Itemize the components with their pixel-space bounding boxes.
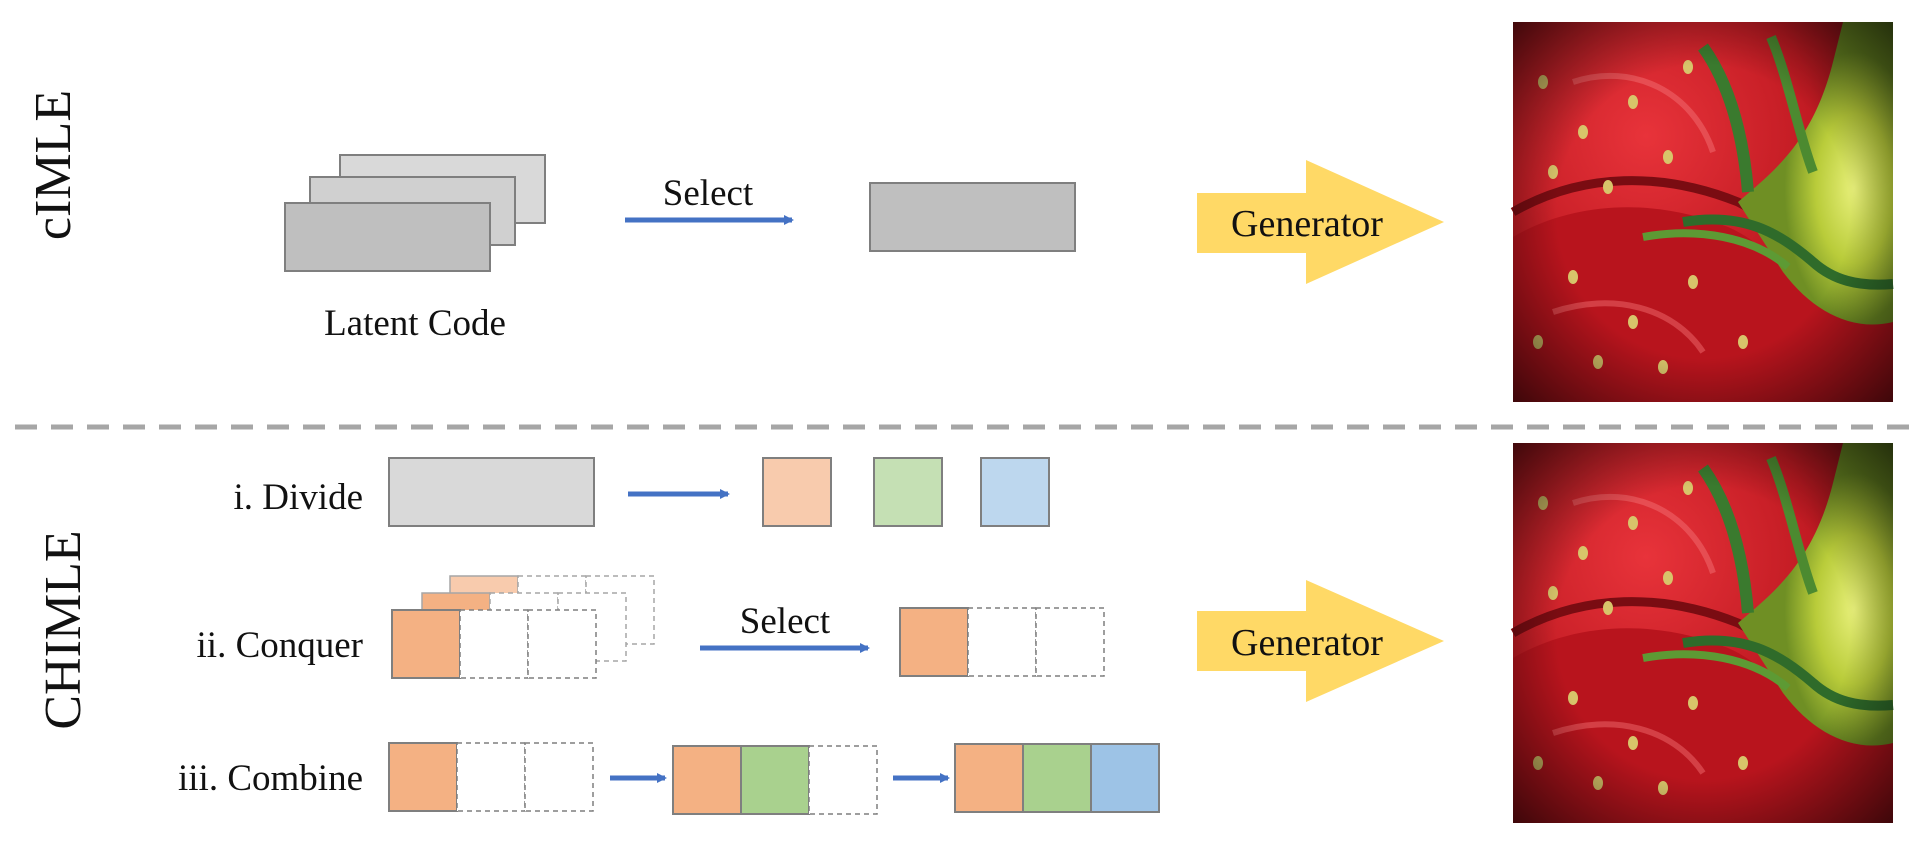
step-divide-label: i. Divide [234, 477, 363, 518]
latent-code-stack [284, 154, 546, 272]
generator-label-top: Generator [1231, 203, 1383, 245]
select-label-bottom: Select [740, 601, 831, 642]
conquer-selected-code [899, 607, 1105, 677]
generator-label-bottom: Generator [1231, 622, 1383, 664]
section-label-chimle: CHIMLE [35, 530, 92, 729]
step-combine-label: iii. Combine [178, 758, 363, 799]
divide-part-blue [980, 457, 1050, 527]
selected-latent-code [869, 182, 1076, 252]
divide-source-code [388, 457, 595, 527]
output-image-bottom [1513, 443, 1893, 823]
combine-stage-2 [672, 745, 878, 815]
divide-part-orange [762, 457, 832, 527]
generator-arrow-bottom: Generator [1197, 580, 1444, 702]
latent-code-label: Latent Code [324, 303, 506, 344]
select-label-top: Select [663, 173, 754, 214]
combine-stage-3 [954, 743, 1160, 813]
latent-code-card-front [284, 202, 491, 272]
divide-part-green [873, 457, 943, 527]
generator-arrow-top: Generator [1197, 160, 1444, 284]
combine-stage-1 [388, 742, 594, 812]
section-label-cimle: cIMLE [25, 90, 82, 240]
step-conquer-label: ii. Conquer [197, 625, 363, 666]
conquer-candidate-stack [391, 575, 655, 679]
output-image-top [1513, 22, 1893, 402]
